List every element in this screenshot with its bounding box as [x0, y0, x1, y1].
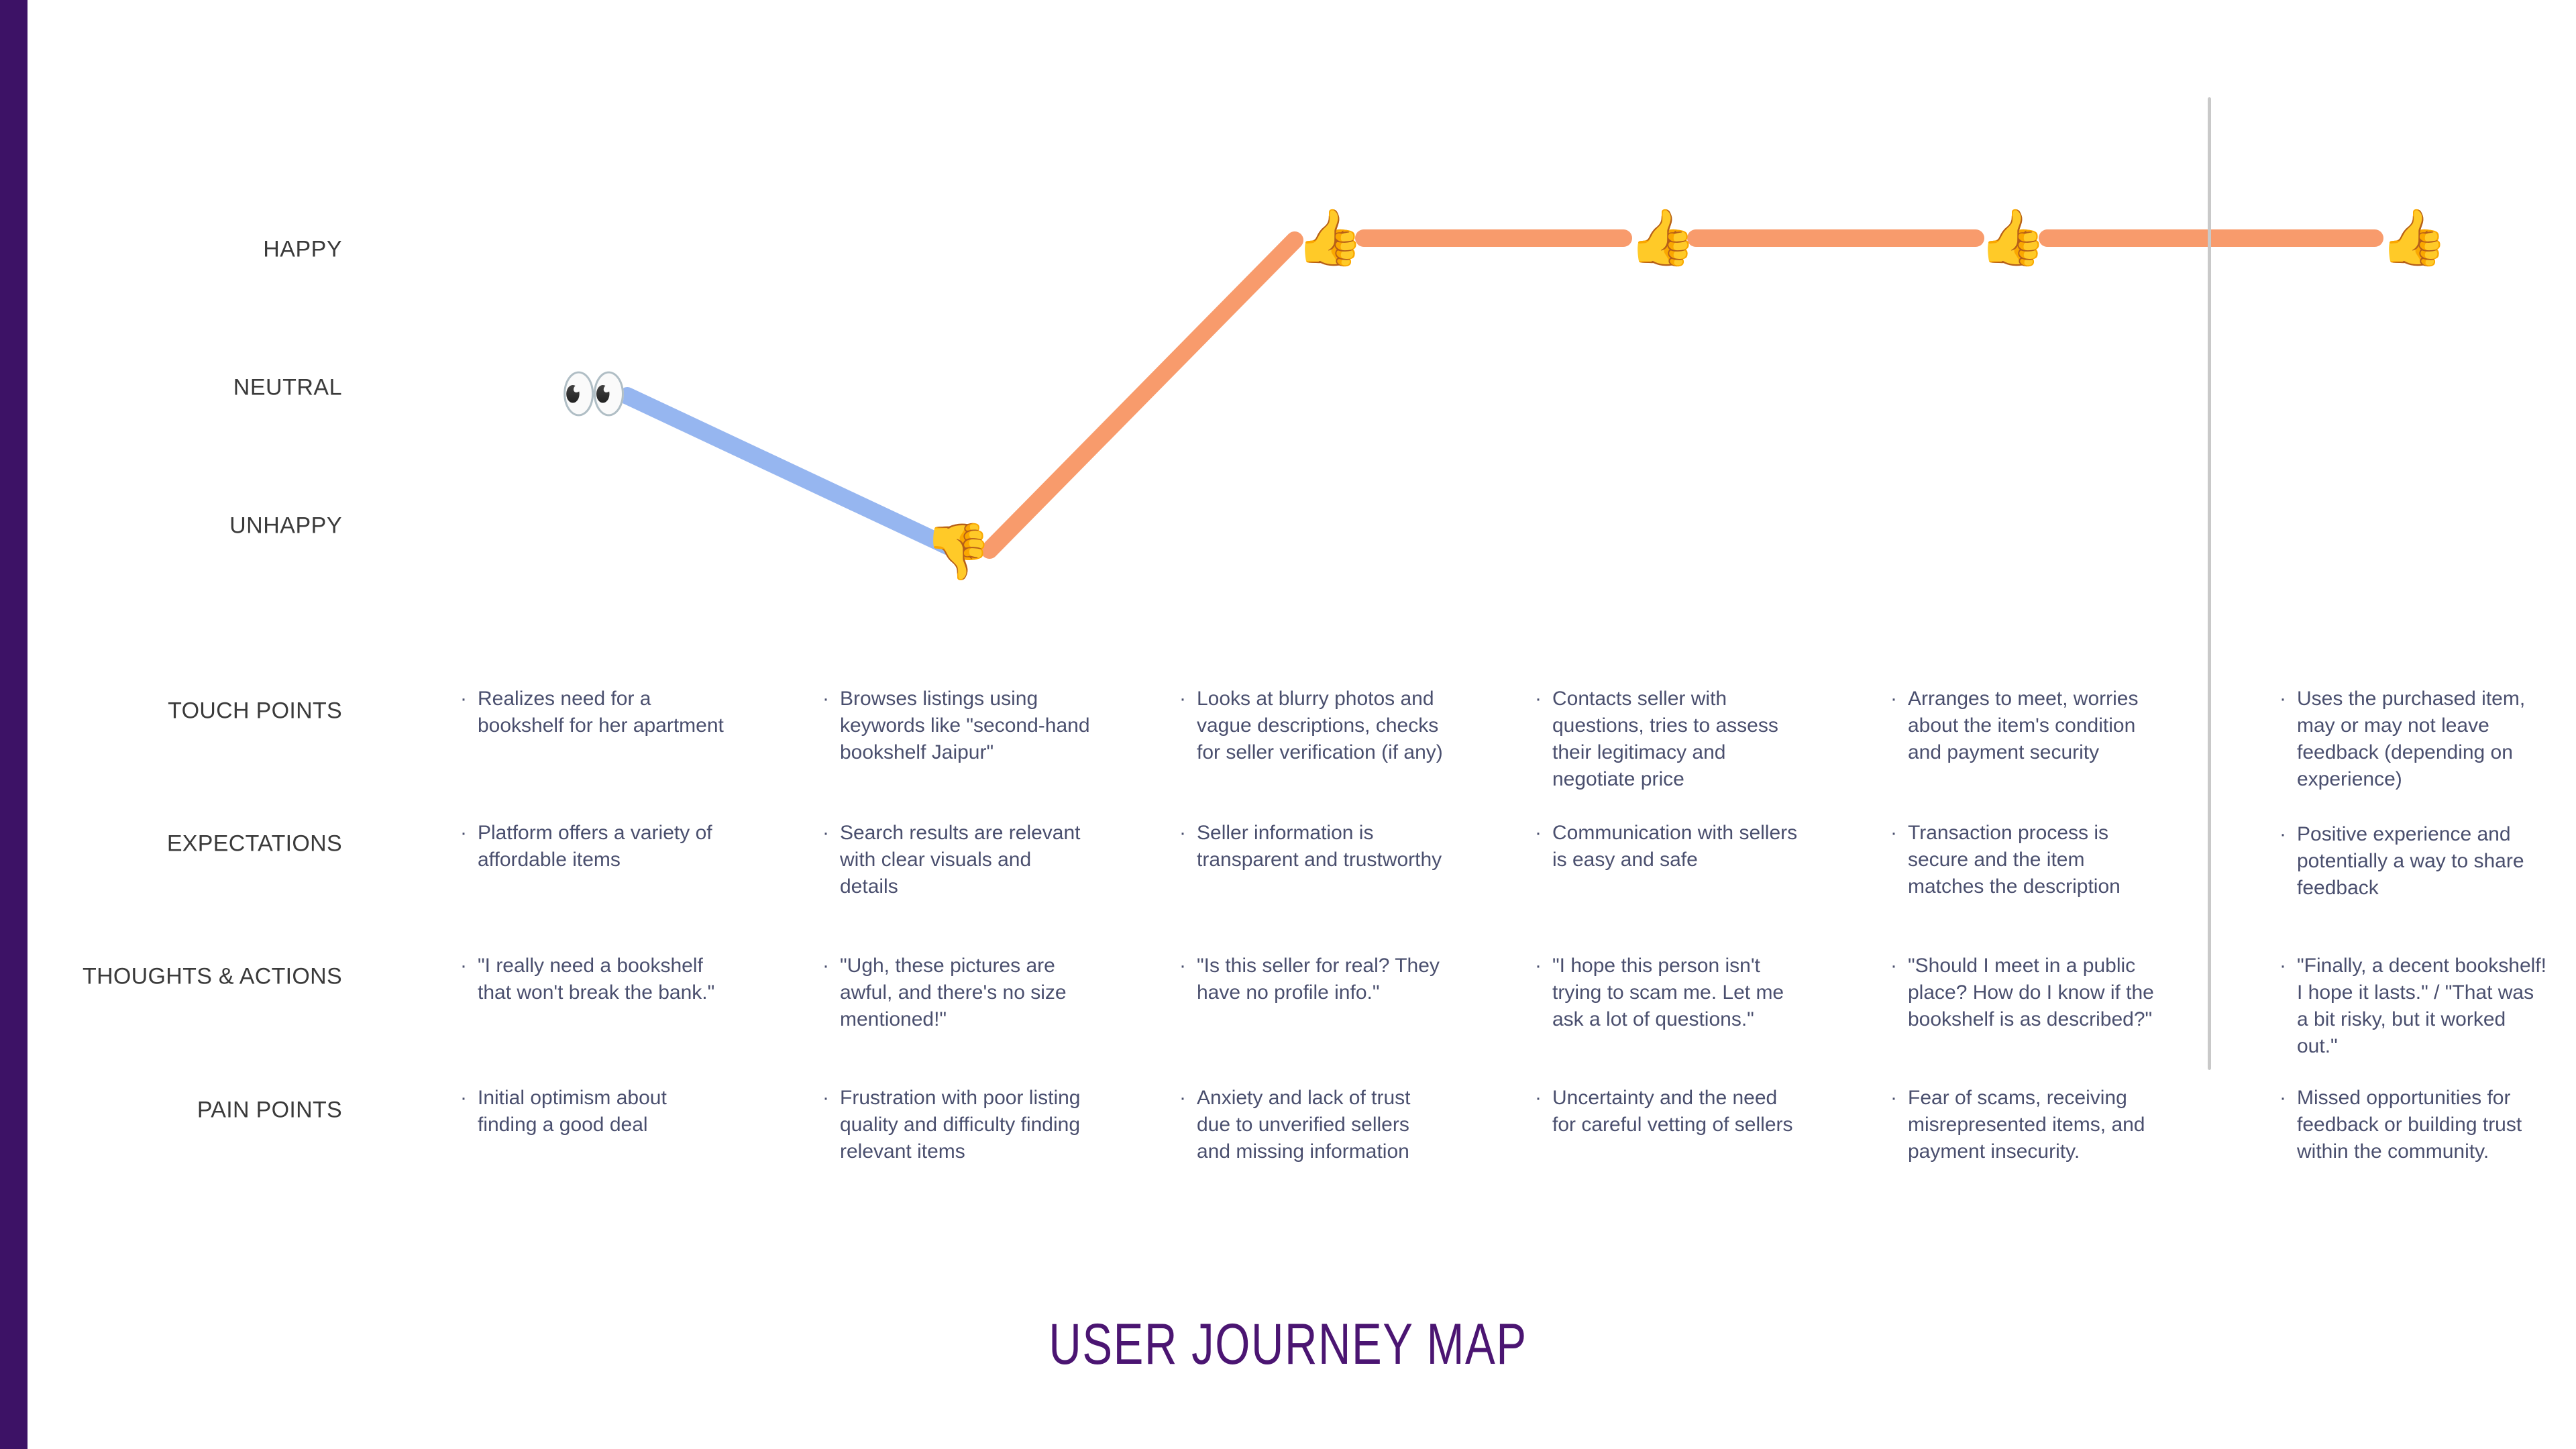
- cell-expectations-6: · Positive experience and potentially a …: [2279, 821, 2548, 902]
- cell-text: Frustration with poor listing quality an…: [840, 1087, 1081, 1163]
- cell-pain-points-1: · Initial optimism about finding a good …: [460, 1085, 729, 1138]
- bullet-icon: ·: [822, 955, 829, 977]
- bullet-icon: ·: [822, 1087, 829, 1109]
- cell-text: Uses the purchased item, may or may not …: [2297, 688, 2526, 790]
- emotion-graph: HAPPY NEUTRAL UNHAPPY 👀 👎 👍 👍 👍 👍: [0, 0, 2576, 644]
- cell-text: Realizes need for a bookshelf for her ap…: [478, 688, 724, 737]
- marker-eyes-icon: 👀: [559, 364, 629, 425]
- marker-thumbs-up-3-icon: 👍: [1978, 207, 2047, 268]
- cell-touch-points-6: · Uses the purchased item, may or may no…: [2279, 686, 2548, 793]
- bullet-icon: ·: [1535, 955, 1542, 977]
- bullet-icon: ·: [2279, 1087, 2286, 1109]
- cell-text: "I really need a bookshelf that won't br…: [478, 955, 715, 1004]
- cell-thoughts-actions-3: · "Is this seller for real? They have no…: [1179, 953, 1448, 1006]
- cell-touch-points-5: · Arranges to meet, worries about the it…: [1890, 686, 2159, 766]
- bullet-icon: ·: [1535, 1087, 1542, 1109]
- marker-thumbs-up-1-icon: 👍: [1295, 207, 1364, 268]
- bullet-icon: ·: [2279, 955, 2286, 977]
- cell-thoughts-actions-5: · "Should I meet in a public place? How …: [1890, 953, 2159, 1033]
- cell-pain-points-5: · Fear of scams, receiving misrepresente…: [1890, 1085, 2159, 1165]
- cell-expectations-2: · Search results are relevant with clear…: [822, 820, 1091, 900]
- cell-expectations-5: · Transaction process is secure and the …: [1890, 820, 2159, 900]
- bullet-icon: ·: [460, 1087, 467, 1109]
- row-label-expectations: EXPECTATIONS: [166, 830, 342, 857]
- row-label-touch-points: TOUCH POINTS: [168, 698, 342, 724]
- emotion-line-svg: [619, 229, 2383, 559]
- cell-text: Arranges to meet, worries about the item…: [1908, 688, 2139, 763]
- cell-text: Initial optimism about finding a good de…: [478, 1087, 667, 1136]
- cell-pain-points-2: · Frustration with poor listing quality …: [822, 1085, 1091, 1165]
- cell-text: Browses listings using keywords like "se…: [840, 688, 1090, 763]
- cell-text: Platform offers a variety of affordable …: [478, 822, 712, 871]
- cell-thoughts-actions-4: · "I hope this person isn't trying to sc…: [1535, 953, 1803, 1033]
- bullet-icon: ·: [1179, 1087, 1186, 1109]
- cell-text: Seller information is transparent and tr…: [1197, 822, 1442, 871]
- cell-text: Fear of scams, receiving misrepresented …: [1908, 1087, 2145, 1163]
- bullet-icon: ·: [1890, 688, 1897, 710]
- bullet-icon: ·: [460, 955, 467, 977]
- bullet-icon: ·: [1179, 822, 1186, 844]
- cell-text: Communication with sellers is easy and s…: [1552, 822, 1798, 871]
- cell-expectations-1: · Platform offers a variety of affordabl…: [460, 820, 729, 873]
- cell-text: Anxiety and lack of trust due to unverif…: [1197, 1087, 1411, 1163]
- cell-text: Looks at blurry photos and vague descrip…: [1197, 688, 1443, 763]
- cell-expectations-4: · Communication with sellers is easy and…: [1535, 820, 1803, 873]
- cell-touch-points-1: · Realizes need for a bookshelf for her …: [460, 686, 729, 739]
- bullet-icon: ·: [460, 688, 467, 710]
- bullet-icon: ·: [2279, 823, 2286, 845]
- axis-label-unhappy: UNHAPPY: [229, 513, 342, 539]
- cell-text: "Ugh, these pictures are awful, and ther…: [840, 955, 1067, 1030]
- segment-1-2: [619, 387, 965, 559]
- cell-touch-points-3: · Looks at blurry photos and vague descr…: [1179, 686, 1448, 766]
- cell-text: Missed opportunities for feedback or bui…: [2297, 1087, 2522, 1163]
- marker-thumbs-down-icon: 👎: [923, 521, 993, 582]
- bullet-icon: ·: [1535, 822, 1542, 844]
- cell-text: "Should I meet in a public place? How do…: [1908, 955, 2154, 1030]
- left-accent-bar: [0, 0, 28, 1449]
- journey-matrix: TOUCH POINTS EXPECTATIONS THOUGHTS & ACT…: [0, 644, 2576, 1234]
- cell-touch-points-2: · Browses listings using keywords like "…: [822, 686, 1091, 766]
- cell-thoughts-actions-2: · "Ugh, these pictures are awful, and th…: [822, 953, 1091, 1033]
- cell-text: Uncertainty and the need for careful vet…: [1552, 1087, 1793, 1136]
- row-label-pain-points: PAIN POINTS: [197, 1097, 342, 1123]
- bullet-icon: ·: [1179, 688, 1186, 710]
- cell-text: "Finally, a decent bookshelf! I hope it …: [2297, 955, 2546, 1057]
- axis-label-neutral: NEUTRAL: [233, 374, 342, 400]
- bullet-icon: ·: [1890, 955, 1897, 977]
- marker-thumbs-up-2-icon: 👍: [1627, 207, 1697, 268]
- bullet-icon: ·: [822, 688, 829, 710]
- page-title: USER JOURNEY MAP: [1049, 1312, 1527, 1377]
- cell-expectations-3: · Seller information is transparent and …: [1179, 820, 1448, 873]
- cell-pain-points-3: · Anxiety and lack of trust due to unver…: [1179, 1085, 1448, 1165]
- cell-text: "I hope this person isn't trying to scam…: [1552, 955, 1784, 1030]
- cell-text: Positive experience and potentially a wa…: [2297, 823, 2524, 899]
- cell-thoughts-actions-6: · "Finally, a decent bookshelf! I hope i…: [2279, 953, 2548, 1060]
- cell-text: Contacts seller with questions, tries to…: [1552, 688, 1778, 790]
- bullet-icon: ·: [822, 822, 829, 844]
- row-label-thoughts-actions: THOUGHTS & ACTIONS: [83, 963, 342, 989]
- bullet-icon: ·: [1179, 955, 1186, 977]
- bullet-icon: ·: [1890, 1087, 1897, 1109]
- stage-divider-line: [2208, 97, 2211, 1070]
- axis-label-happy: HAPPY: [263, 236, 342, 262]
- segment-2-3: [981, 231, 1303, 559]
- cell-pain-points-4: · Uncertainty and the need for careful v…: [1535, 1085, 1803, 1138]
- cell-pain-points-6: · Missed opportunities for feedback or b…: [2279, 1085, 2548, 1165]
- bullet-icon: ·: [1890, 822, 1897, 844]
- marker-thumbs-up-4-icon: 👍: [2379, 207, 2449, 268]
- cell-text: Search results are relevant with clear v…: [840, 822, 1081, 898]
- bullet-icon: ·: [1535, 688, 1542, 710]
- bullet-icon: ·: [2279, 688, 2286, 710]
- bullet-icon: ·: [460, 822, 467, 844]
- cell-thoughts-actions-1: · "I really need a bookshelf that won't …: [460, 953, 729, 1006]
- cell-touch-points-4: · Contacts seller with questions, tries …: [1535, 686, 1803, 793]
- cell-text: Transaction process is secure and the it…: [1908, 822, 2121, 898]
- cell-text: "Is this seller for real? They have no p…: [1197, 955, 1440, 1004]
